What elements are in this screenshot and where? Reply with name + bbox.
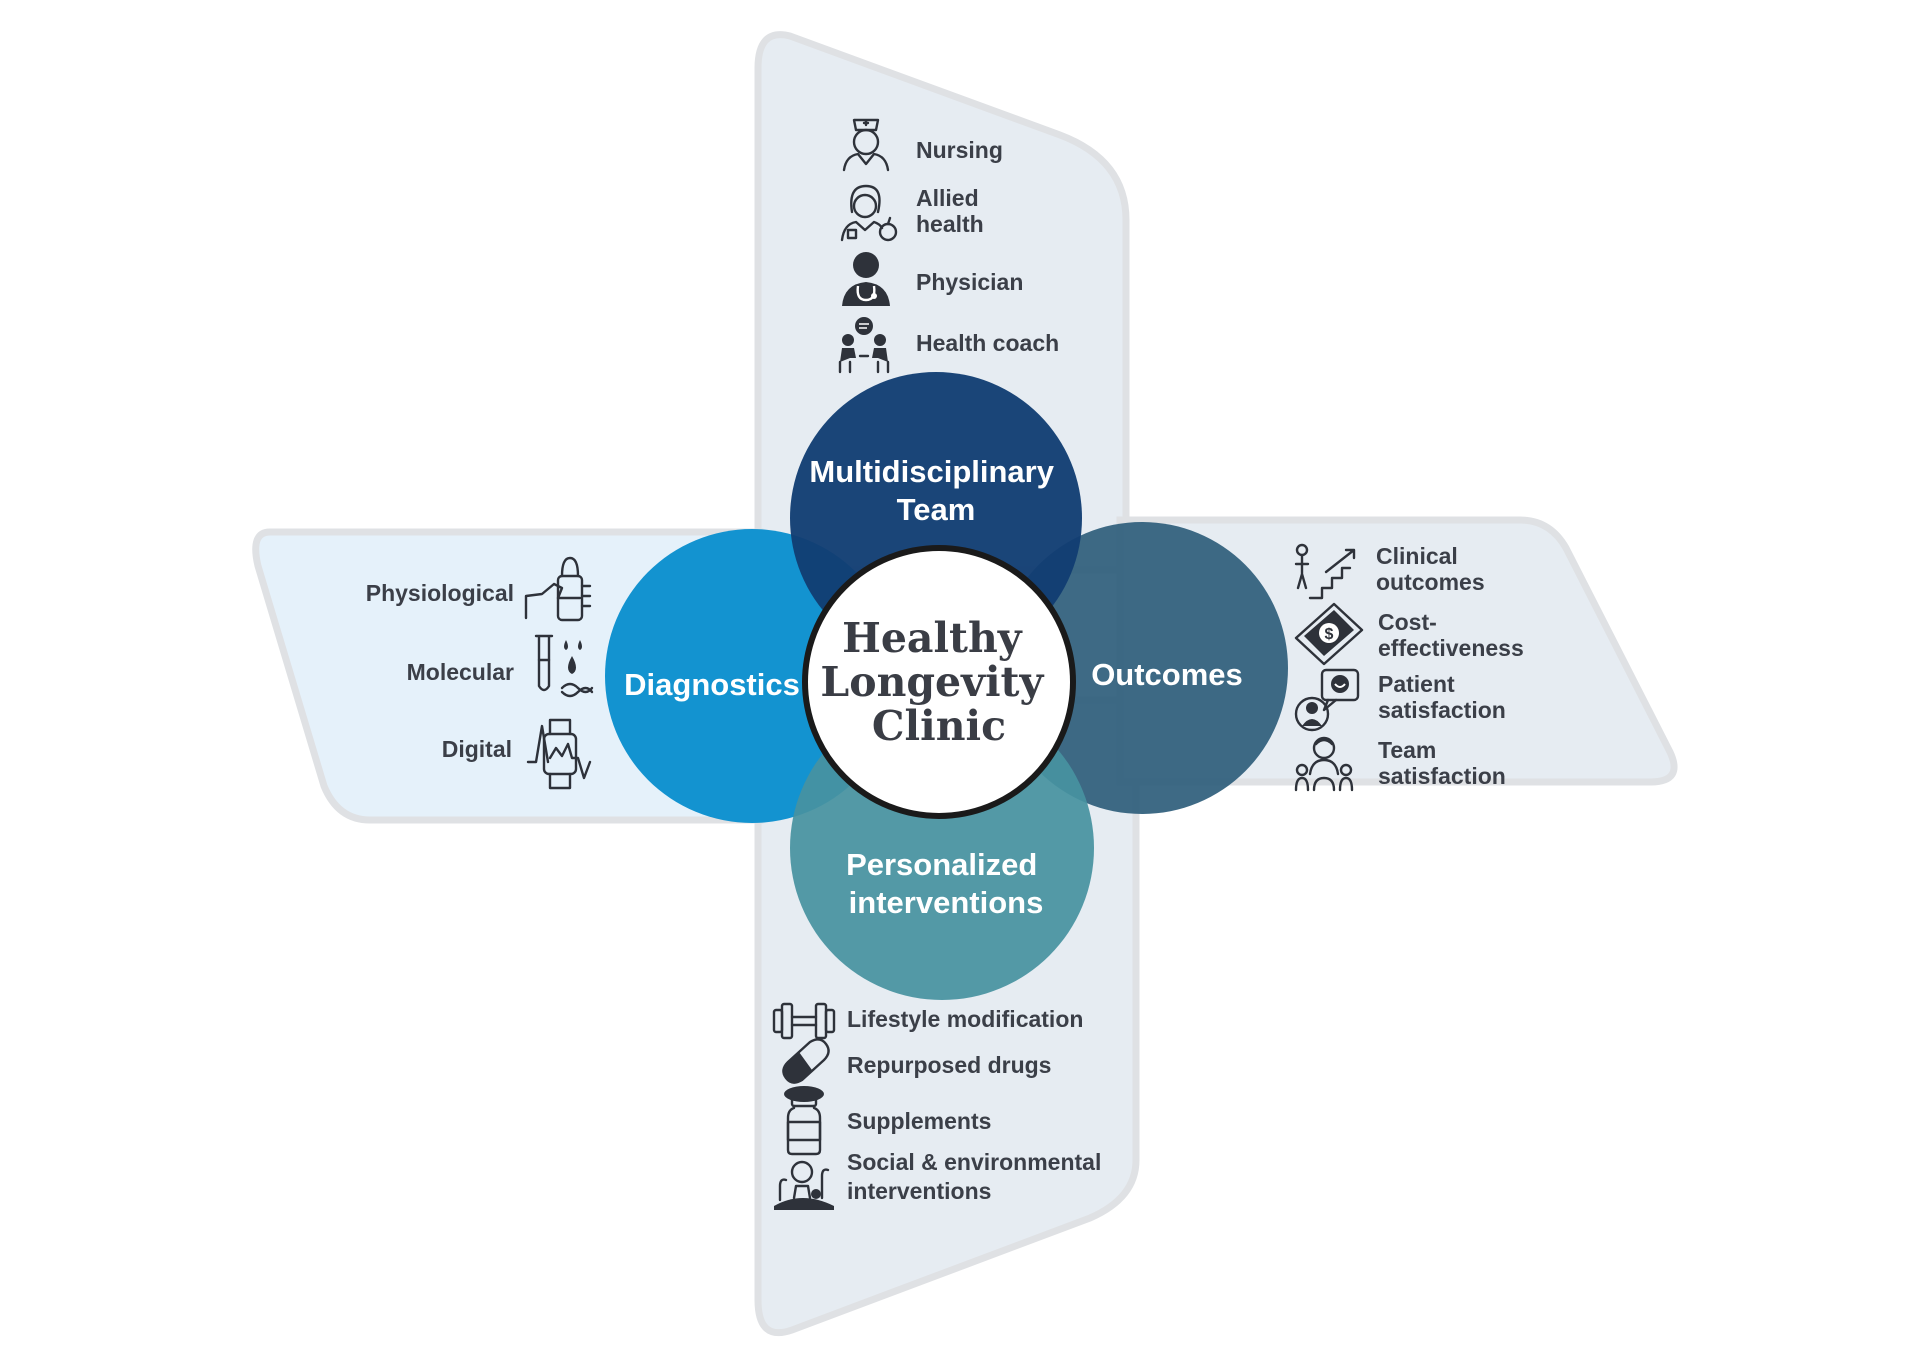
interventions-item: Lifestyle modification xyxy=(772,1002,1083,1040)
interventions-item: Supplements xyxy=(786,1094,991,1156)
outcomes-item-label: Cost- effectiveness xyxy=(1378,609,1524,661)
outcomes-hub xyxy=(996,522,1288,814)
interventions-hub-label-line: interventions xyxy=(849,885,1044,920)
outcomes-item: Team satisfaction xyxy=(1294,736,1506,792)
svg-text:$: $ xyxy=(1325,626,1334,643)
team-item: Nursing xyxy=(842,118,1003,172)
outcomes-item: Clinical outcomes xyxy=(1294,543,1485,600)
outcomes-item-label: Patient satisfaction xyxy=(1378,671,1506,723)
interventions-item-label-line: interventions xyxy=(847,1178,991,1204)
center-title: Healthy Longevity Clinic xyxy=(820,614,1057,750)
interventions-item-label: Supplements xyxy=(847,1108,991,1134)
clinical-outcomes-stairs-icon xyxy=(1294,543,1356,600)
team-hub-label: Multidisciplinary Team xyxy=(809,454,1062,527)
outcomes-item-label-line: satisfaction xyxy=(1378,697,1506,723)
outcomes-item-label-line: outcomes xyxy=(1376,569,1485,595)
team-item-label: Nursing xyxy=(916,137,1003,163)
interventions-hub-label: Personalized interventions xyxy=(846,847,1046,920)
team-item-label: Health coach xyxy=(916,330,1059,356)
health-coach-icon xyxy=(838,317,890,374)
diagnostics-item: Digital xyxy=(442,718,592,790)
digital-smartwatch-icon xyxy=(526,718,592,790)
outcomes-item-label: Clinical outcomes xyxy=(1376,543,1485,595)
interventions-item-label-line: Social & environmental xyxy=(847,1149,1101,1175)
allied-health-icon xyxy=(840,184,898,242)
team-satisfaction-icon xyxy=(1294,736,1354,792)
center-circle xyxy=(802,545,1076,819)
physician-icon xyxy=(842,252,890,306)
outcomes-item: Patient satisfaction xyxy=(1294,668,1506,732)
diagnostics-item-label: Molecular xyxy=(407,659,514,685)
team-hub-label-line: Team xyxy=(897,492,976,527)
outcomes-item-label-line: satisfaction xyxy=(1378,763,1506,789)
molecular-test-tube-icon xyxy=(534,634,594,698)
interventions-item-label: Repurposed drugs xyxy=(847,1052,1051,1078)
hub-group xyxy=(605,372,1288,1000)
center-title-line: Healthy xyxy=(842,614,1023,662)
outcomes-item-label-line: effectiveness xyxy=(1378,635,1524,661)
team-item-label: Allied health xyxy=(916,185,985,237)
patient-satisfaction-icon xyxy=(1294,668,1360,732)
diagnostics-item-label: Physiological xyxy=(366,580,514,606)
outcomes-hub-label: Outcomes xyxy=(1091,657,1243,692)
outcomes-item-label-line: Team xyxy=(1378,737,1436,763)
outcomes-item-label: Team satisfaction xyxy=(1378,737,1506,789)
outcomes-item-label-line: Cost- xyxy=(1378,609,1437,635)
team-item: Health coach xyxy=(838,317,1059,374)
diagnostics-item: Physiological xyxy=(366,556,592,622)
team-item-label-line: Allied xyxy=(916,185,979,211)
team-hub-label-line: Multidisciplinary xyxy=(809,454,1054,489)
pills-icon xyxy=(782,1038,830,1102)
team-item: Allied health xyxy=(840,184,985,242)
diagnostics-hub-label: Diagnostics xyxy=(624,667,800,702)
team-item-label-line: health xyxy=(916,211,984,237)
interventions-item: Social & environmental interventions xyxy=(774,1149,1108,1210)
diagnostics-item: Molecular xyxy=(407,634,594,698)
diagnostics-item-label: Digital xyxy=(442,736,512,762)
center-title-line: Clinic xyxy=(872,702,1006,750)
dumbbell-icon xyxy=(772,1002,836,1040)
money-icon: $ xyxy=(1294,602,1364,666)
outcomes-item-label-line: Clinical xyxy=(1376,543,1458,569)
outcomes-item-label-line: Patient xyxy=(1378,671,1455,697)
social-environment-icon xyxy=(774,1160,834,1210)
interventions-hub-label-line: Personalized xyxy=(846,847,1037,882)
interventions-item-label: Social & environmental interventions xyxy=(847,1149,1108,1204)
team-item-label: Physician xyxy=(916,269,1023,295)
supplement-bottle-icon xyxy=(786,1094,822,1156)
team-item: Physician xyxy=(842,252,1023,306)
center-title-line: Longevity xyxy=(820,658,1044,706)
interventions-item-label: Lifestyle modification xyxy=(847,1006,1083,1032)
physiological-grip-icon xyxy=(524,556,592,622)
nurse-icon xyxy=(842,118,890,172)
outcomes-item: $ Cost- effectiveness xyxy=(1294,602,1524,666)
interventions-item: Repurposed drugs xyxy=(782,1038,1051,1102)
